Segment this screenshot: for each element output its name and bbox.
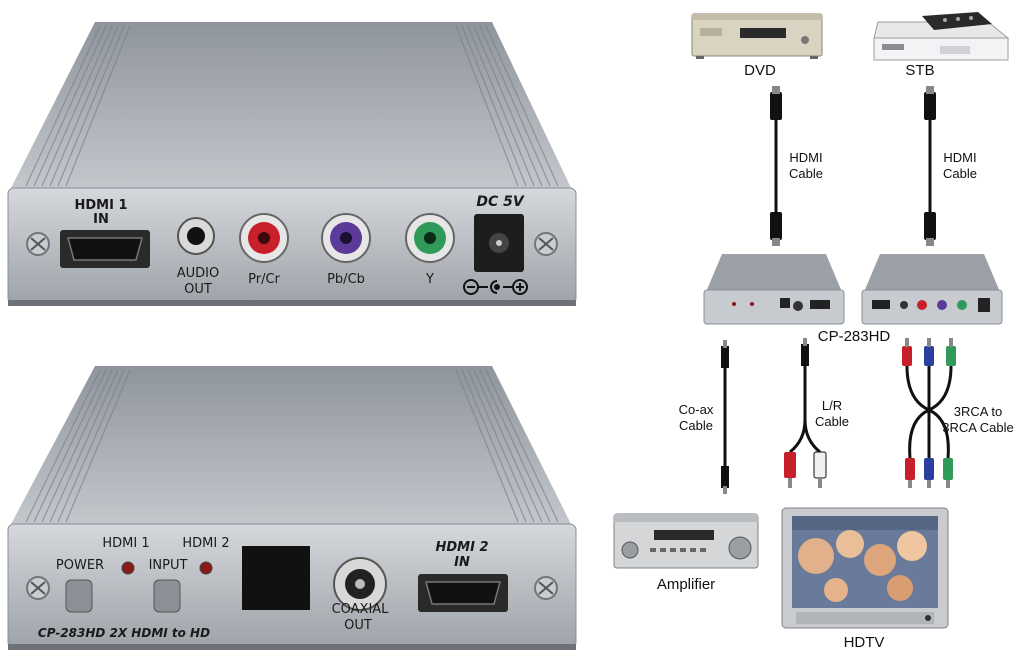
label-stb: STB (905, 62, 935, 79)
label-audio-out-line1: AUDIO (176, 266, 220, 281)
coax-cable-icon (721, 340, 729, 494)
label-hdmi1-led: HDMI 1 (102, 536, 150, 551)
label-hdtv: HDTV (843, 634, 885, 651)
lr-cable-icon (784, 338, 827, 488)
label-rca-cable-line1: 3RCA to (953, 404, 1003, 419)
label-amplifier: Amplifier (656, 576, 716, 593)
label-coaxial-out-line2: OUT (344, 618, 372, 633)
label-hdmi2-in-line1: HDMI 2 (435, 540, 489, 555)
label-hdmi2-led: HDMI 2 (182, 536, 230, 551)
label-coax-cable-line2: Cable (679, 418, 713, 433)
dvd-player-icon (691, 13, 823, 59)
label-audio-out-line2: OUT (184, 282, 212, 297)
label-hdmi-cable-right-line1: HDMI (943, 150, 977, 165)
label-dvd: DVD (744, 62, 776, 79)
label-hdmi2-in-line2: IN (454, 555, 470, 570)
label-hdmi-cable-left-line2: Cable (789, 166, 823, 181)
label-dc5v: DC 5V (476, 194, 524, 210)
stb-icon (873, 12, 1010, 61)
label-coaxial-out-line1: COAXIAL (331, 602, 389, 617)
bottom-unit-photo: HDMI 1 HDMI 2 POWER INPUT COAXIAL OUT HD… (0, 360, 590, 660)
label-pb-cb: Pb/Cb (327, 272, 365, 287)
label-input: INPUT (148, 558, 188, 573)
screw-icon (26, 232, 558, 256)
label-hdmi-cable-right-line2: Cable (943, 166, 977, 181)
label-y: Y (426, 272, 434, 287)
label-hdmi-cable-left-line1: HDMI (789, 150, 823, 165)
label-power: POWER (55, 558, 105, 573)
top-unit-photo: HDMI 1 IN AUDIO OUT Pr/Cr Pb/Cb Y DC 5V (0, 0, 590, 320)
label-rca-cable-line2: 3RCA Cable (942, 420, 1014, 435)
label-lr-cable-line2: Cable (815, 414, 849, 429)
rca-cable-icon (902, 338, 956, 488)
label-lr-cable-line1: L/R (821, 398, 843, 413)
label-cp283hd: CP-283HD (817, 328, 891, 345)
hdtv-icon (781, 507, 949, 629)
label-hdmi1-in-line2: IN (93, 212, 109, 227)
label-pr-cr: Pr/Cr (248, 272, 280, 287)
label-hdmi1-in-line1: HDMI 1 (74, 198, 128, 213)
amplifier-icon (613, 513, 759, 569)
label-model-text: CP-283HD 2X HDMI to HD (37, 626, 211, 640)
connection-diagram: DVD STB HDMI Cable HDMI Cable CP-283HD C… (600, 0, 1024, 663)
cp283hd-back-icon (861, 254, 1003, 325)
label-coax-cable-line1: Co-ax (678, 402, 714, 417)
cp283hd-front-icon (703, 254, 845, 325)
